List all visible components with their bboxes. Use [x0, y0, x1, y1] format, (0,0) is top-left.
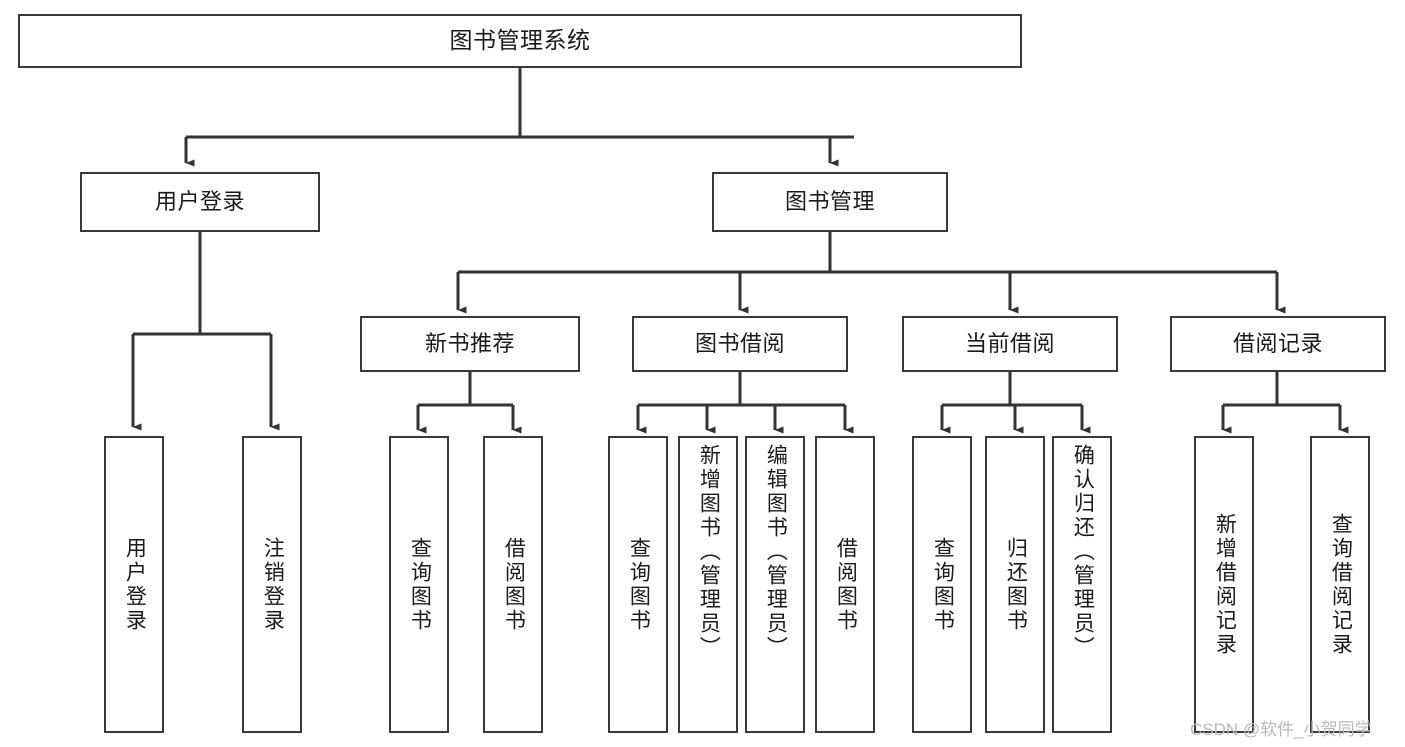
node-label: 注销登录: [261, 536, 285, 633]
node-label: 归还图书: [1004, 536, 1028, 633]
node-label: 查询图书: [408, 536, 432, 633]
node-leaf-borrow-book-2[interactable]: 借阅图书: [815, 436, 875, 733]
node-label: 查询借阅记录: [1329, 512, 1353, 657]
node-leaf-borrow-book-1[interactable]: 借阅图书: [483, 436, 543, 733]
node-label: 借阅图书: [834, 536, 858, 633]
watermark-text: CSDN @软件_小贺同学: [1190, 720, 1372, 739]
node-label: 查询图书: [627, 536, 651, 633]
node-label: 用户登录: [154, 189, 245, 215]
node-label: 确认归还（管理员）: [1071, 444, 1095, 660]
node-user-login[interactable]: 用户登录: [80, 172, 320, 232]
node-leaf-add-record[interactable]: 新增借阅记录: [1194, 436, 1254, 733]
node-label: 新书推荐: [424, 331, 515, 357]
node-new-book-recommend[interactable]: 新书推荐: [360, 316, 580, 372]
node-label: 借阅图书: [502, 536, 526, 633]
node-label: 新增图书（管理员）: [697, 444, 721, 660]
node-leaf-return-book[interactable]: 归还图书: [985, 436, 1045, 733]
node-leaf-confirm-return[interactable]: 确认归还（管理员）: [1052, 436, 1112, 733]
node-leaf-query-book-2[interactable]: 查询图书: [608, 436, 668, 733]
node-leaf-logout[interactable]: 注销登录: [242, 436, 302, 733]
node-book-borrow[interactable]: 图书借阅: [632, 316, 848, 372]
node-label: 图书管理系统: [449, 27, 591, 54]
node-book-manage[interactable]: 图书管理: [712, 172, 948, 232]
node-current-borrow[interactable]: 当前借阅: [902, 316, 1118, 372]
node-label: 新增借阅记录: [1213, 512, 1237, 657]
node-label: 查询图书: [931, 536, 955, 633]
node-leaf-edit-book[interactable]: 编辑图书（管理员）: [745, 436, 805, 733]
node-leaf-query-record[interactable]: 查询借阅记录: [1310, 436, 1370, 733]
node-borrow-record[interactable]: 借阅记录: [1170, 316, 1386, 372]
node-root-system[interactable]: 图书管理系统: [18, 14, 1022, 68]
node-leaf-query-book-1[interactable]: 查询图书: [389, 436, 449, 733]
node-leaf-user-login[interactable]: 用户登录: [104, 436, 164, 733]
node-label: 借阅记录: [1232, 331, 1323, 357]
node-leaf-add-book[interactable]: 新增图书（管理员）: [678, 436, 738, 733]
node-label: 图书借阅: [694, 331, 785, 357]
node-label: 用户登录: [123, 536, 147, 633]
node-label: 图书管理: [784, 189, 875, 215]
node-leaf-query-book-3[interactable]: 查询图书: [912, 436, 972, 733]
node-label: 编辑图书（管理员）: [764, 444, 788, 660]
node-label: 当前借阅: [964, 331, 1055, 357]
